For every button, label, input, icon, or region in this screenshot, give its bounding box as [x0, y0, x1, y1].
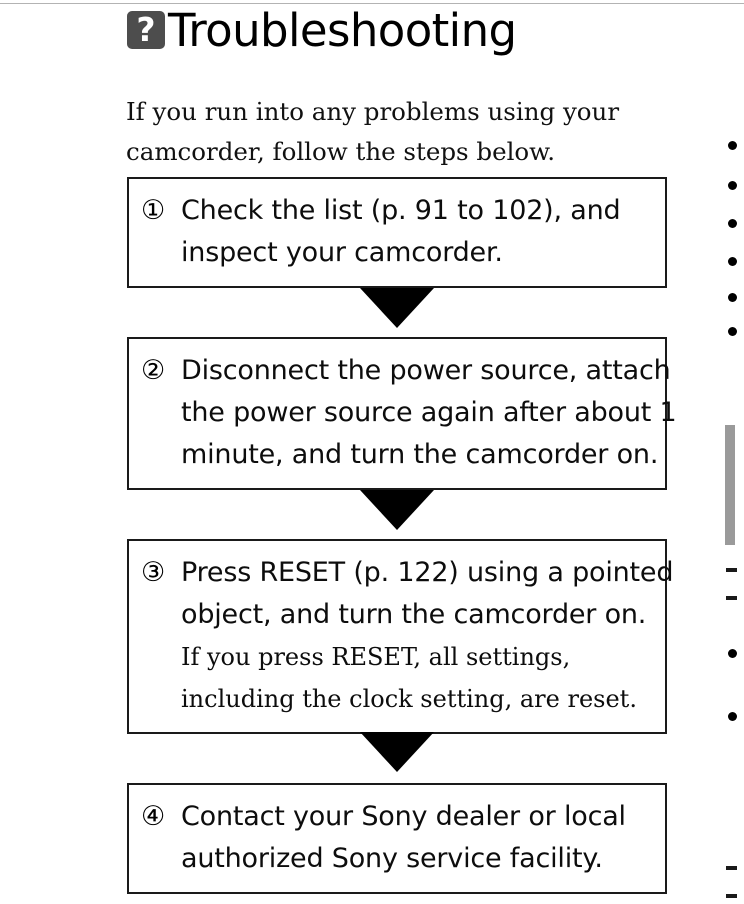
step-number-2: ② [141, 355, 166, 386]
step-note-line: If you press RESET, all settings, [181, 643, 571, 671]
margin-bullet-icon [728, 257, 737, 266]
page-title: Troubleshooting [168, 4, 517, 57]
step-text-4: Contact your Sony dealer or local author… [179, 796, 655, 880]
triangle-down-icon [360, 732, 434, 772]
flow-arrow-1 [0, 288, 744, 332]
flow-step-1: ① Check the list (p. 91 to 102), and ins… [127, 177, 667, 288]
intro-line: If you run into any problems using your [126, 97, 620, 126]
flow-step-3: ③ Press RESET (p. 122) using a pointed o… [127, 539, 673, 734]
step-line: Contact your Sony dealer or local [181, 801, 626, 832]
margin-bullet-icon [728, 649, 737, 658]
flow-step-2: ② Disconnect the power source, attach th… [127, 337, 677, 490]
margin-bullet-icon [728, 219, 737, 228]
question-mark-badge-icon: ? [127, 11, 165, 49]
margin-bullet-icon [728, 181, 737, 190]
step-text-3: Press RESET (p. 122) using a pointed obj… [179, 552, 673, 720]
step-line: Disconnect the power source, attach [181, 355, 671, 386]
step-text-1: Check the list (p. 91 to 102), and inspe… [179, 190, 655, 274]
step-number-3: ③ [141, 557, 166, 588]
triangle-down-icon [360, 288, 434, 328]
step-line: authorized Sony service facility. [181, 843, 603, 874]
step-line: inspect your camcorder. [181, 237, 503, 268]
flow-step-4: ④ Contact your Sony dealer or local auth… [127, 783, 667, 894]
margin-text-fragment [726, 568, 737, 572]
margin-bullet-icon [728, 712, 737, 721]
margin-bullet-icon [728, 327, 737, 336]
margin-text-fragment [726, 866, 737, 870]
intro-line: camcorder, follow the steps below. [126, 137, 556, 166]
step-number-4: ④ [141, 801, 166, 832]
page-top-rule [0, 3, 744, 4]
adjacent-column-clipped [718, 0, 744, 904]
step-line: minute, and turn the camcorder on. [181, 439, 659, 470]
margin-section-bar [725, 425, 735, 545]
margin-bullet-icon [728, 141, 737, 150]
flow-arrow-3 [0, 732, 744, 776]
page-title-row: ? Troubleshooting [127, 0, 517, 62]
margin-bullet-icon [728, 293, 737, 302]
step-line: Check the list (p. 91 to 102), and [181, 195, 621, 226]
step-text-2: Disconnect the power source, attach the … [179, 350, 677, 476]
step-line: the power source again after about 1 [181, 397, 677, 428]
step-line: Press RESET (p. 122) using a pointed [181, 557, 674, 588]
step-line: object, and turn the camcorder on. [181, 599, 647, 630]
triangle-down-icon [360, 490, 434, 530]
step-note-line: including the clock setting, are reset. [181, 685, 637, 713]
step-number-1: ① [141, 195, 166, 226]
margin-text-fragment [726, 894, 737, 898]
flow-arrow-2 [0, 490, 744, 534]
intro-paragraph: If you run into any problems using your … [126, 92, 666, 172]
margin-text-fragment [726, 596, 737, 600]
